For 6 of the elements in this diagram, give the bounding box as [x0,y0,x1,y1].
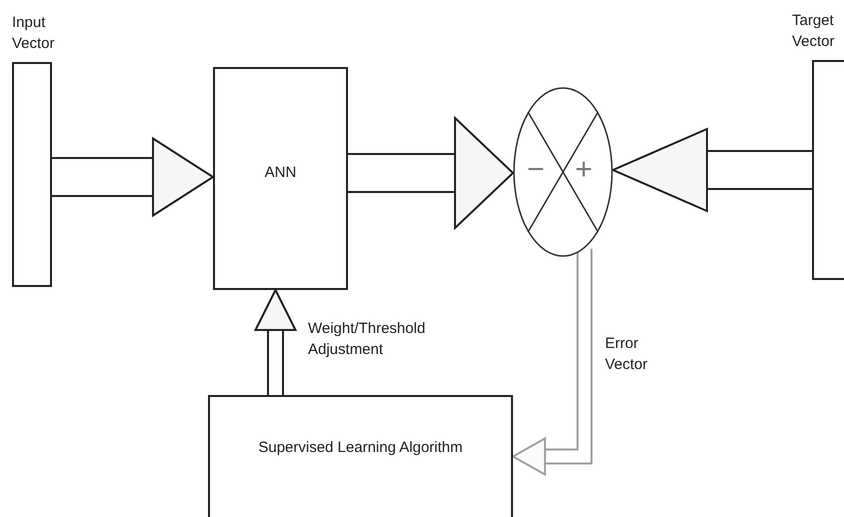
vector-heading: Target Vector [792,11,836,52]
sign-symbol: + [575,155,593,185]
vector-heading: Input Vector [12,13,56,54]
process-box: ANN [213,67,348,290]
process-box: Supervised Learning Algorithm [208,395,513,517]
sign-symbol: − [527,155,545,185]
